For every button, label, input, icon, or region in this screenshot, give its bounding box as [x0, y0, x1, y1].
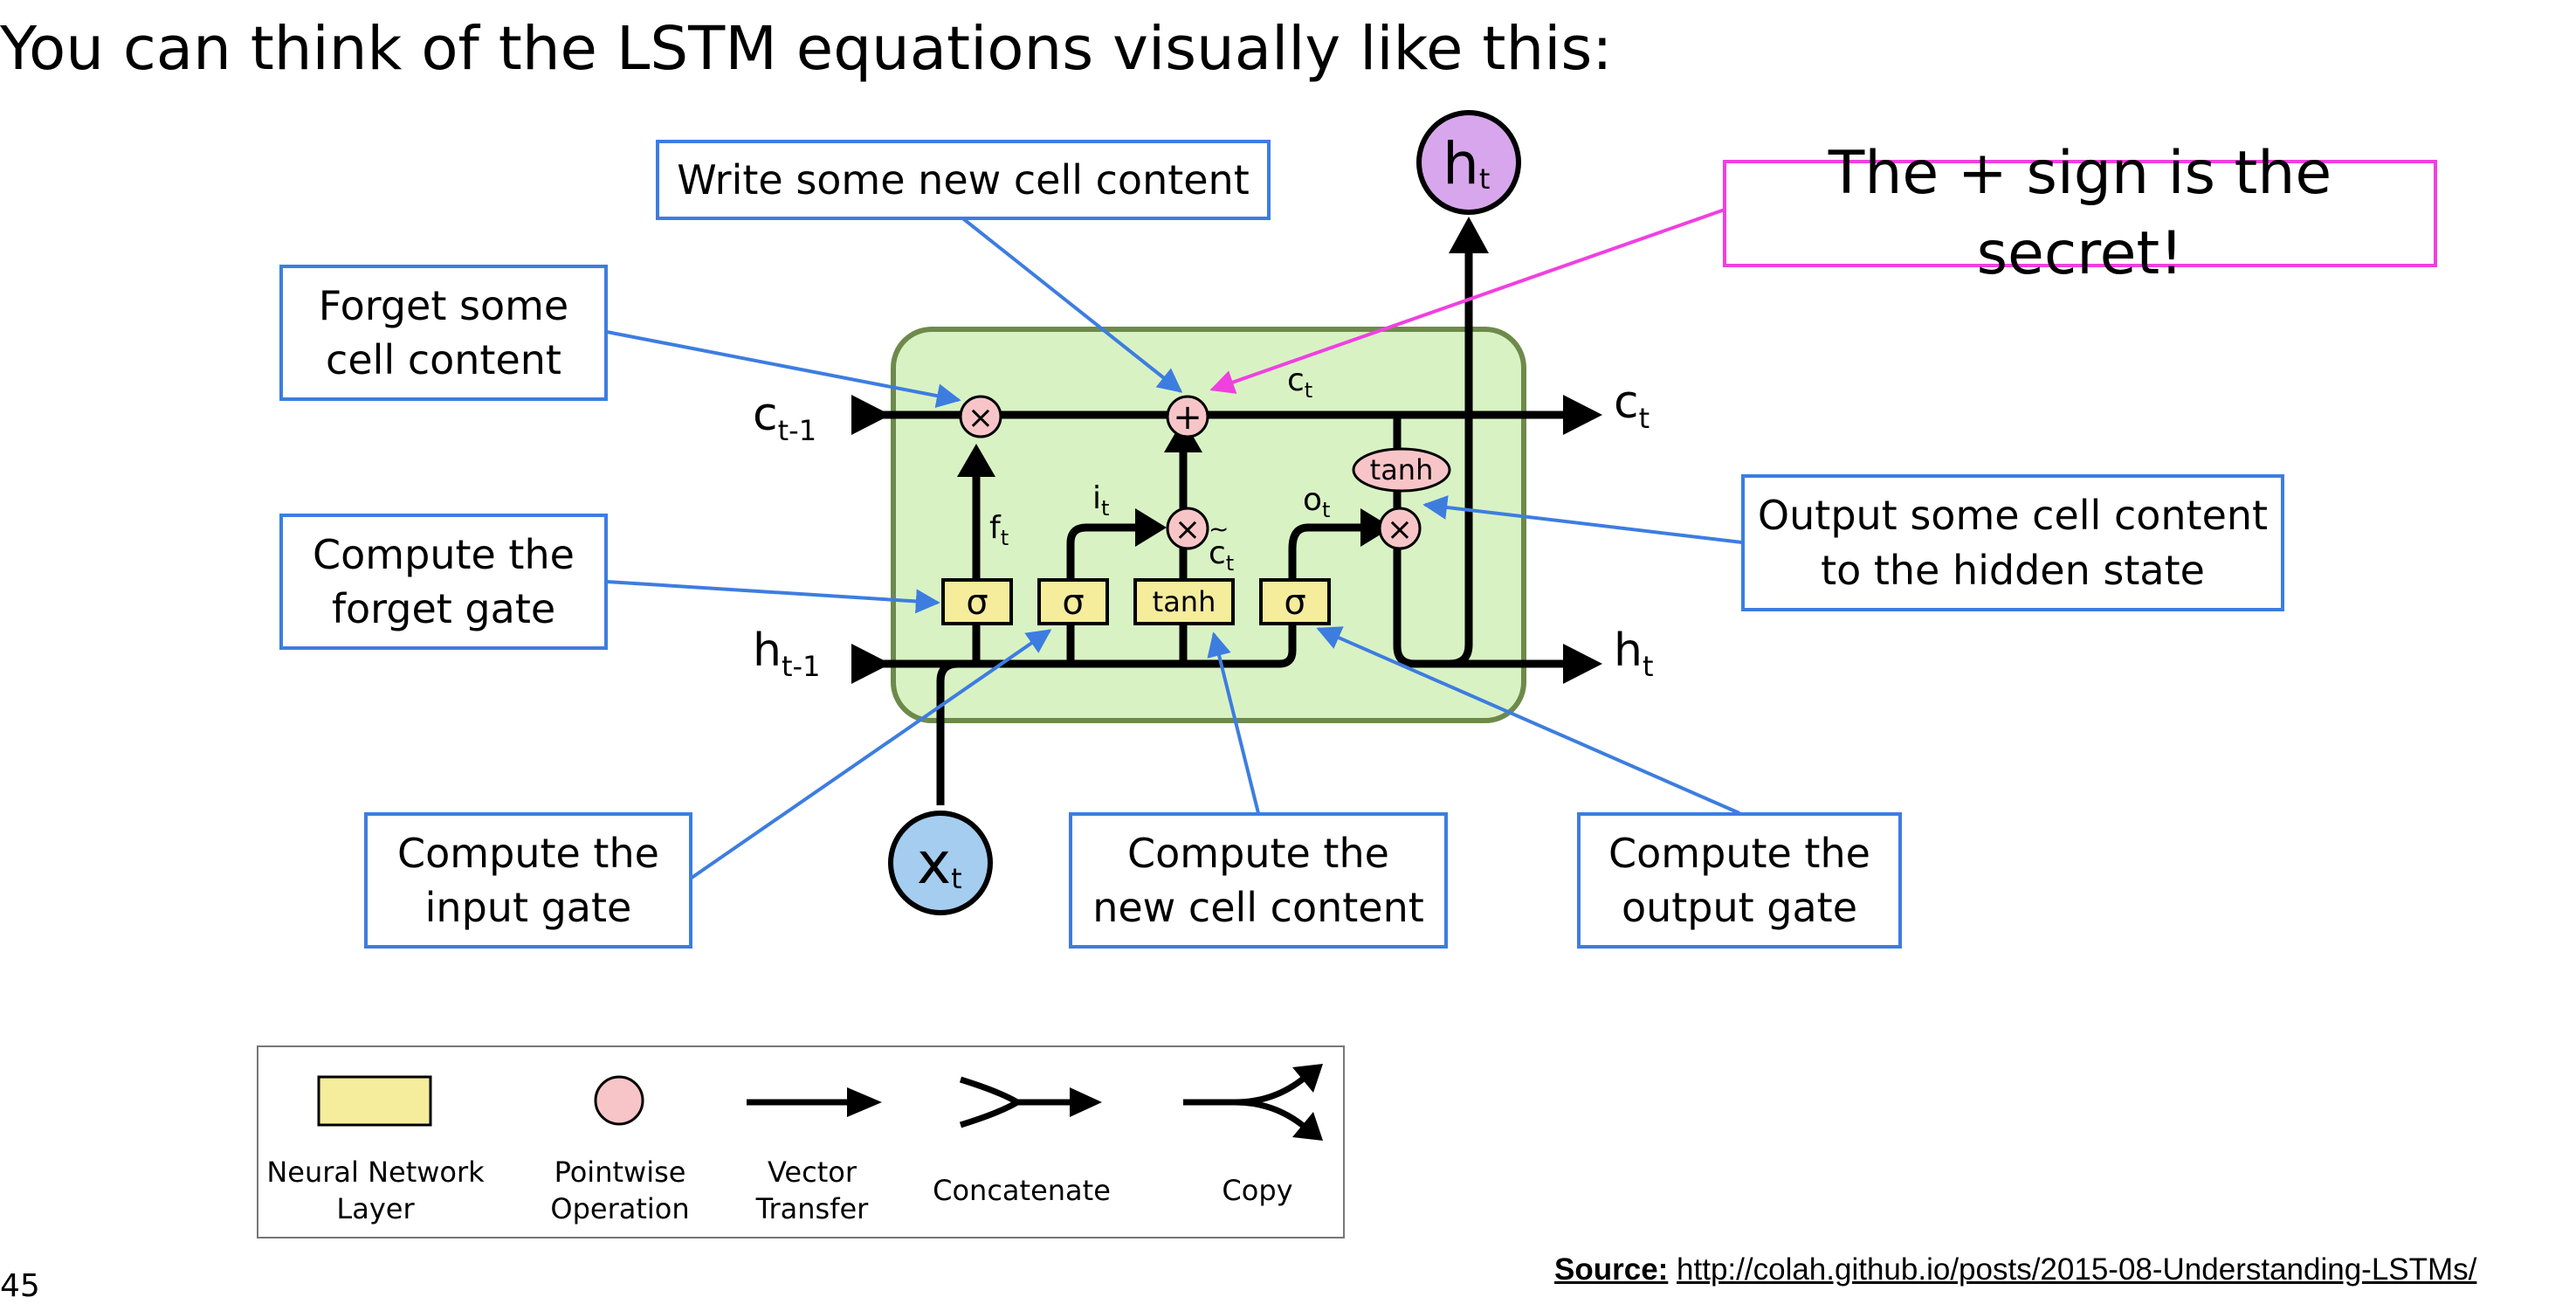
- hidden-input-bus: [851, 624, 1297, 668]
- pointer-write: [959, 215, 1183, 393]
- pointer-forget-content: [606, 330, 961, 408]
- output-multiply-symbol: ×: [1387, 512, 1413, 548]
- pointer-new-content: [1207, 631, 1260, 814]
- annotation-forget-content: Forget some cell content: [279, 265, 608, 401]
- h-output-node: [1416, 110, 1521, 215]
- hidden-output-line: [1393, 549, 1563, 668]
- annotation-output-content: Output some cell content to the hidden s…: [1741, 474, 2284, 611]
- annotation-output-gate: Compute the output gate: [1577, 812, 1902, 949]
- c-prev-label: ct-1: [753, 389, 816, 447]
- annotation-new-content: Compute the new cell content: [1069, 812, 1448, 949]
- f-label: ft: [989, 510, 1009, 550]
- pointer-input-gate: [690, 629, 1052, 880]
- x-node-label: xt: [917, 830, 962, 897]
- o-label: ot: [1303, 482, 1330, 522]
- forget-gate-layer: [941, 578, 1013, 625]
- annotation-secret: The + sign is the secret!: [1723, 139, 2437, 288]
- h-node-label: ht: [1443, 130, 1490, 197]
- pointer-forget-gate: [606, 580, 940, 614]
- pointer-output-content: [1422, 495, 1743, 544]
- legend-concatenate-arrow: [959, 1076, 1074, 1128]
- forget-sigma: σ: [966, 583, 988, 623]
- ctilde-label: ct: [1209, 535, 1234, 576]
- output-tanh-node: [1352, 447, 1451, 493]
- output-gate-layer: [1259, 578, 1331, 625]
- x-input-line: [936, 659, 959, 805]
- source-link[interactable]: http://colah.github.io/posts/2015-08-Und…: [1677, 1252, 2477, 1287]
- legend-label-layer: Neural Network Layer: [266, 1156, 485, 1225]
- h-prev-label: ht-1: [753, 624, 820, 683]
- add-symbol: +: [1173, 397, 1202, 438]
- h-out-label: ht: [1614, 624, 1654, 683]
- output-multiply-node: [1378, 507, 1422, 550]
- i-label: it: [1092, 480, 1109, 521]
- pointer-secret: [1209, 208, 1725, 394]
- forget-multiply-symbol: ×: [968, 400, 994, 436]
- annotation-write-content: Write some new cell content: [656, 140, 1271, 220]
- forget-multiply-node: [959, 395, 1002, 438]
- input-sigma: σ: [1062, 583, 1084, 623]
- ctilde-accent: ~: [1209, 514, 1229, 543]
- x-input-node: [888, 811, 993, 915]
- legend-label-copy: Copy: [1222, 1174, 1293, 1207]
- input-gate-layer: [1037, 578, 1109, 625]
- add-node: [1166, 395, 1209, 438]
- legend-pointwise-swatch: [594, 1075, 644, 1126]
- c-out-label: ct: [1614, 376, 1650, 435]
- slide-title: You can think of the LSTM equations visu…: [0, 14, 1613, 84]
- slide-number: 45: [0, 1268, 40, 1304]
- annotation-forget-gate: Compute the forget gate: [279, 514, 608, 650]
- c-inner-label: ct: [1287, 362, 1312, 403]
- annotation-input-gate: Compute the input gate: [364, 812, 692, 949]
- source-citation: Source: http://colah.github.io/posts/201…: [1554, 1252, 2476, 1287]
- legend-label-concatenate: Concatenate: [933, 1174, 1111, 1207]
- output-sigma: σ: [1284, 583, 1305, 623]
- legend-label-vector: Vector Transfer: [755, 1156, 869, 1225]
- legend-layer-swatch: [317, 1075, 432, 1127]
- legend-copy-arrow: [1183, 1074, 1308, 1130]
- candidate-tanh: tanh: [1153, 585, 1216, 618]
- legend-label-pointwise: Pointwise Operation: [550, 1156, 690, 1225]
- input-multiply-node: [1166, 507, 1209, 550]
- input-multiply-symbol: ×: [1174, 512, 1201, 548]
- output-tanh-label: tanh: [1370, 453, 1434, 486]
- source-label: Source:: [1554, 1252, 1669, 1287]
- candidate-layer: [1133, 578, 1235, 625]
- pointer-output-gate: [1316, 626, 1740, 815]
- legend: [257, 1045, 1345, 1238]
